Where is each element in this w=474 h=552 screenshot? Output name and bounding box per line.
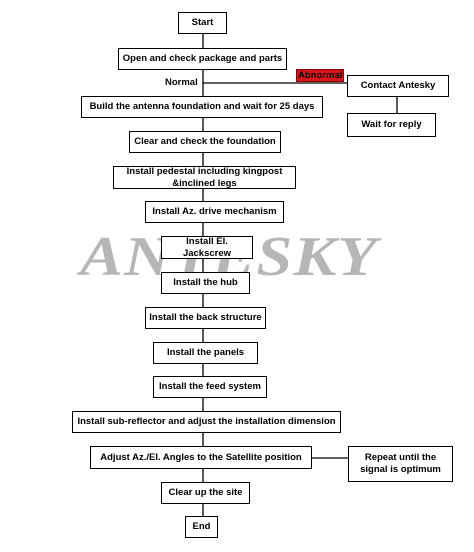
step-install-panels: Install the panels bbox=[153, 342, 258, 364]
step-install-sub-reflector: Install sub-reflector and adjust the ins… bbox=[72, 411, 341, 433]
step-install-el-jackscrew: Install El. Jackscrew bbox=[161, 236, 253, 259]
step-install-az-drive: Install Az. drive mechanism bbox=[145, 201, 284, 223]
repeat-until-optimum-box: Repeat until the signal is optimum bbox=[348, 446, 453, 482]
wait-for-reply-box: Wait for reply bbox=[347, 113, 436, 137]
abnormal-label: Abnormal bbox=[296, 69, 345, 82]
step-label: Install El. Jackscrew bbox=[182, 235, 232, 259]
step-adjust-angles: Adjust Az./El. Angles to the Satellite p… bbox=[90, 446, 312, 469]
step-label: Install the panels bbox=[166, 347, 245, 358]
contact-antesky-box: Contact Antesky bbox=[347, 75, 449, 97]
step-install-pedestal: Install pedestal including kingpost &inc… bbox=[113, 166, 296, 189]
step-label: Start bbox=[191, 17, 214, 28]
step-label: Install Az. drive mechanism bbox=[152, 206, 277, 217]
normal-label: Normal bbox=[165, 77, 198, 88]
step-label: Install sub-reflector and adjust the ins… bbox=[77, 416, 336, 427]
step-install-back-structure: Install the back structure bbox=[145, 307, 266, 329]
step-label: Clear and check the foundation bbox=[134, 136, 276, 147]
step-build-foundation: Build the antenna foundation and wait fo… bbox=[81, 96, 323, 118]
step-install-feed-system: Install the feed system bbox=[153, 376, 267, 398]
step-label: Adjust Az./El. Angles to the Satellite p… bbox=[100, 451, 302, 463]
step-end: End bbox=[185, 516, 218, 538]
step-label: Install the back structure bbox=[149, 312, 262, 323]
repeat-label: Repeat until the signal is optimum bbox=[360, 452, 441, 475]
step-clear-up-site: Clear up the site bbox=[161, 482, 250, 504]
contact-label: Contact Antesky bbox=[360, 80, 436, 91]
step-label: Install the feed system bbox=[159, 381, 261, 392]
step-install-hub: Install the hub bbox=[161, 272, 250, 294]
step-label: Install pedestal including kingpost &inc… bbox=[126, 165, 283, 189]
wait-label: Wait for reply bbox=[361, 119, 422, 130]
step-label: End bbox=[192, 521, 211, 532]
step-start: Start bbox=[178, 12, 227, 34]
step-label: Install the hub bbox=[173, 277, 238, 288]
step-clear-check-foundation: Clear and check the foundation bbox=[129, 131, 281, 153]
step-label: Clear up the site bbox=[168, 487, 243, 498]
step-label: Open and check package and parts bbox=[122, 53, 283, 64]
step-label: Build the antenna foundation and wait fo… bbox=[89, 101, 315, 112]
step-open-check-package: Open and check package and parts bbox=[118, 48, 287, 70]
